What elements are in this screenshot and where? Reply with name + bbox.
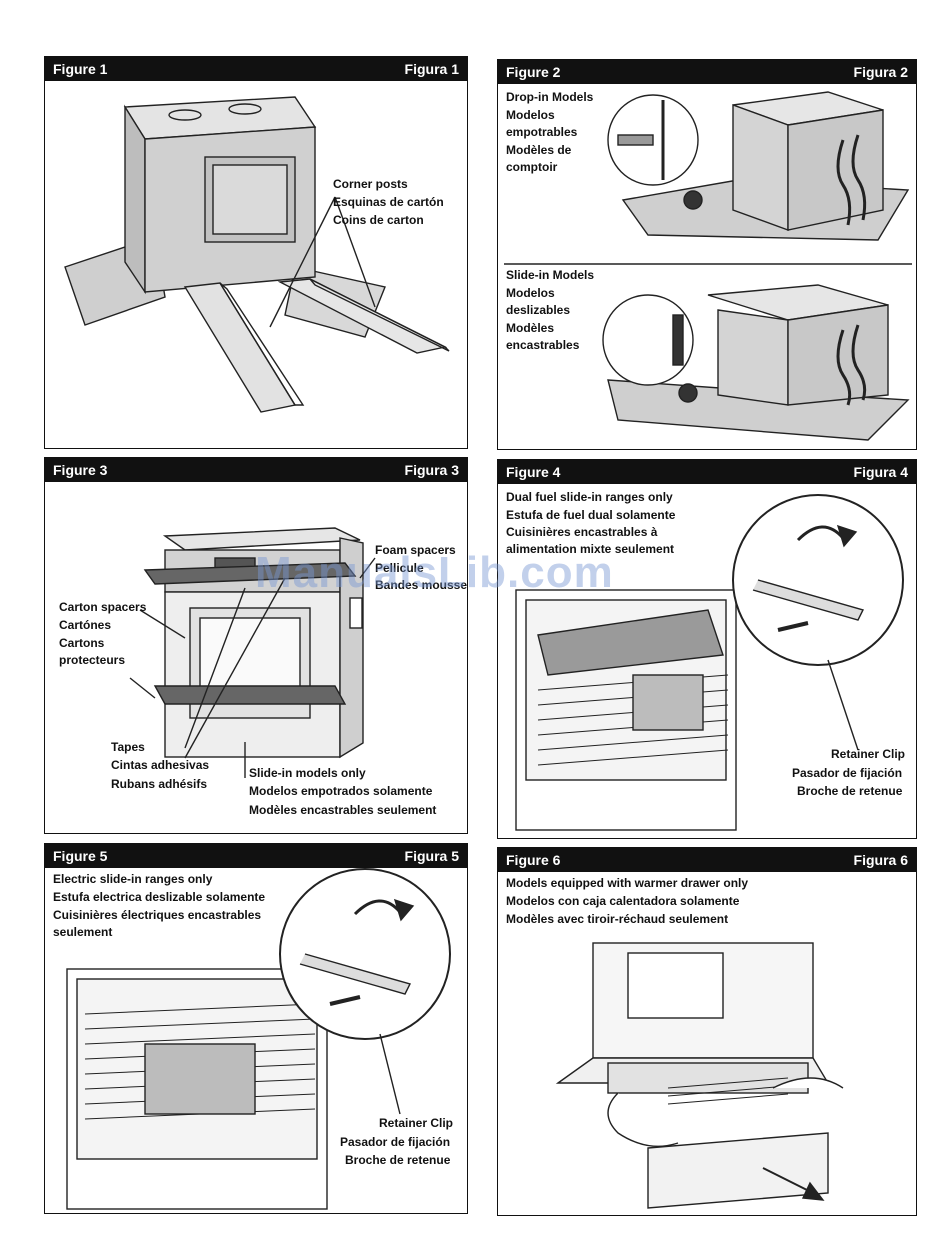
figure-3-header: Figure 3 Figura 3 xyxy=(45,458,467,482)
figure-4-caption-en: Dual fuel slide-in ranges only xyxy=(506,490,673,504)
figure-2-panel: Figure 2 Figura 2 xyxy=(497,59,917,450)
figure-3-tapes-es: Cintas adhesivas xyxy=(111,758,210,772)
figure-2-dropin-es-2: empotrables xyxy=(506,125,578,139)
figure-5-clip-en: Retainer Clip xyxy=(379,1116,454,1130)
figure-3-carton-es: Cartónes xyxy=(59,618,112,632)
figure-4-caption-es: Estufa de fuel dual solamente xyxy=(506,508,676,522)
figure-6-title-es: Figura 6 xyxy=(853,852,908,868)
figure-1-label-es: Esquinas de cartón xyxy=(333,195,444,209)
figure-3-panel: Figure 3 Figura 3 Foam spacers Pellicule… xyxy=(44,457,468,834)
figure-1-label-fr: Coins de carton xyxy=(333,213,424,227)
figure-4-header: Figure 4 Figura 4 xyxy=(498,460,916,484)
figure-2-title-en: Figure 2 xyxy=(506,64,561,80)
figure-4-clip-en: Retainer Clip xyxy=(831,747,906,761)
figure-3-tapes-fr: Rubans adhésifs xyxy=(111,777,208,791)
figure-2-dropin-en: Drop-in Models xyxy=(506,90,594,104)
figure-4-title-es: Figura 4 xyxy=(853,464,908,480)
figure-6-panel: Figure 6 Figura 6 Models equipped with w… xyxy=(497,847,917,1216)
figure-3-slidein-en: Slide-in models only xyxy=(249,766,366,780)
figure-3-carton-fr-1: Cartons xyxy=(59,636,105,650)
watermark: ManualsLib.com xyxy=(255,548,614,597)
figure-3-title-es: Figura 3 xyxy=(404,462,459,478)
figure-3-carton-en: Carton spacers xyxy=(59,600,147,614)
figure-6-illustration xyxy=(555,942,844,1209)
figure-5-caption-fr-2: seulement xyxy=(53,925,113,939)
figure-4-illustration xyxy=(515,494,904,831)
figure-4-clip-es: Pasador de fijación xyxy=(792,766,903,780)
figure-2-slidein-en: Slide-in Models xyxy=(506,268,595,282)
figure-3-title-en: Figure 3 xyxy=(53,462,108,478)
figure-5-caption-en: Electric slide-in ranges only xyxy=(53,872,213,886)
figure-2-dropin-es-1: Modelos xyxy=(506,108,555,122)
figure-5-illustration xyxy=(66,868,451,1210)
figure-3-slidein-es: Modelos empotrados solamente xyxy=(249,784,433,798)
figure-4-title-en: Figure 4 xyxy=(506,464,561,480)
figure-1-label-en: Corner posts xyxy=(333,177,408,191)
figure-5-clip-es: Pasador de fijación xyxy=(340,1135,451,1149)
figure-6-header: Figure 6 Figura 6 xyxy=(498,848,916,872)
figure-2-dropin-fr-2: comptoir xyxy=(506,160,558,174)
figure-5-title-en: Figure 5 xyxy=(53,848,108,864)
figure-4-caption-fr-1: Cuisinières encastrables à xyxy=(506,525,658,539)
figure-2-slidein-fr-1: Modèles xyxy=(506,321,555,335)
figure-5-panel: Figure 5 Figura 5 Electric xyxy=(44,843,468,1214)
figure-3-tapes-en: Tapes xyxy=(111,740,145,754)
figure-2-header: Figure 2 Figura 2 xyxy=(498,60,916,84)
figure-3-foam-es: Pellicule xyxy=(375,561,424,575)
figure-1-header: Figure 1 Figura 1 xyxy=(45,57,467,81)
figure-2-slidein-fr-2: encastrables xyxy=(506,338,580,352)
figure-2-title-es: Figura 2 xyxy=(853,64,908,80)
figure-4-caption-fr-2: alimentation mixte seulement xyxy=(506,542,675,556)
figure-4-clip-fr: Broche de retenue xyxy=(797,784,903,798)
figure-6-title-en: Figure 6 xyxy=(506,852,561,868)
figure-1-panel: Figure 1 Figura 1 Corner posts Es xyxy=(44,56,468,449)
figure-2-illustration xyxy=(504,91,912,441)
figure-3-carton-fr-2: protecteurs xyxy=(59,653,126,667)
figure-2-dropin-fr-1: Modèles de xyxy=(506,143,572,157)
figure-4-panel: Figure 4 Figura 4 Dual fuel slide-in xyxy=(497,459,917,839)
figure-3-slidein-fr: Modèles encastrables seulement xyxy=(249,803,437,817)
figure-5-header: Figure 5 Figura 5 xyxy=(45,844,467,868)
figure-2-slidein-es-1: Modelos xyxy=(506,286,555,300)
figure-1-title-es: Figura 1 xyxy=(404,61,459,77)
figure-5-clip-fr: Broche de retenue xyxy=(345,1153,451,1167)
figure-2-slidein-es-2: deslizables xyxy=(506,303,571,317)
figure-3-foam-fr: Bandes mousse xyxy=(375,578,468,592)
figure-5-caption-es: Estufa electrica deslizable solamente xyxy=(53,890,266,904)
figure-3-illustration xyxy=(129,527,376,778)
figure-6-caption-fr: Modèles avec tiroir-réchaud seulement xyxy=(506,912,729,926)
figure-1-illustration xyxy=(64,96,450,413)
figure-3-foam-en: Foam spacers xyxy=(375,543,456,557)
figure-6-caption-es: Modelos con caja calentadora solamente xyxy=(506,894,740,908)
figure-5-title-es: Figura 5 xyxy=(404,848,459,864)
figure-5-caption-fr-1: Cuisinières électriques encastrables xyxy=(53,908,262,922)
figure-1-title-en: Figure 1 xyxy=(53,61,108,77)
figure-6-caption-en: Models equipped with warmer drawer only xyxy=(506,876,749,890)
